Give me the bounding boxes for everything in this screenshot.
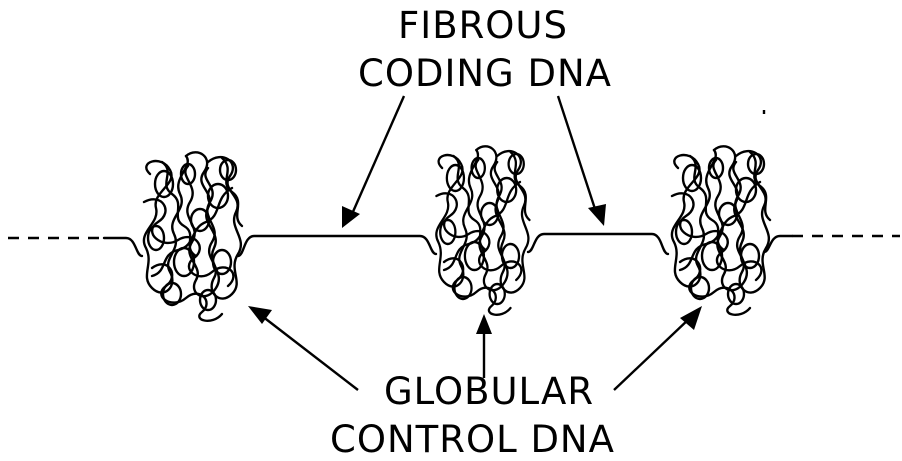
strand-segment-1	[238, 236, 436, 256]
strand-segment-2	[528, 234, 668, 254]
globular-arrow-right	[614, 318, 690, 390]
globular-arrow-left	[262, 316, 358, 390]
strand-left	[104, 238, 142, 256]
fibrous-arrowhead-right	[588, 204, 606, 226]
globular-arrowhead-right	[680, 306, 702, 330]
globular-label-line2: CONTROL DNA	[330, 418, 615, 461]
globule-right	[672, 146, 770, 314]
fibrous-arrow-left	[352, 96, 404, 214]
fibrous-label-line2: CODING DNA	[358, 52, 612, 95]
fibrous-arrow-right	[558, 96, 596, 212]
globule-left	[144, 152, 242, 320]
fibrous-arrowhead-left	[342, 206, 360, 228]
globular-arrowhead-center	[476, 314, 492, 334]
globule-center	[436, 146, 529, 314]
fibrous-label-line1: FIBROUS	[398, 4, 568, 47]
globular-label-line1: GLOBULAR	[384, 370, 594, 413]
